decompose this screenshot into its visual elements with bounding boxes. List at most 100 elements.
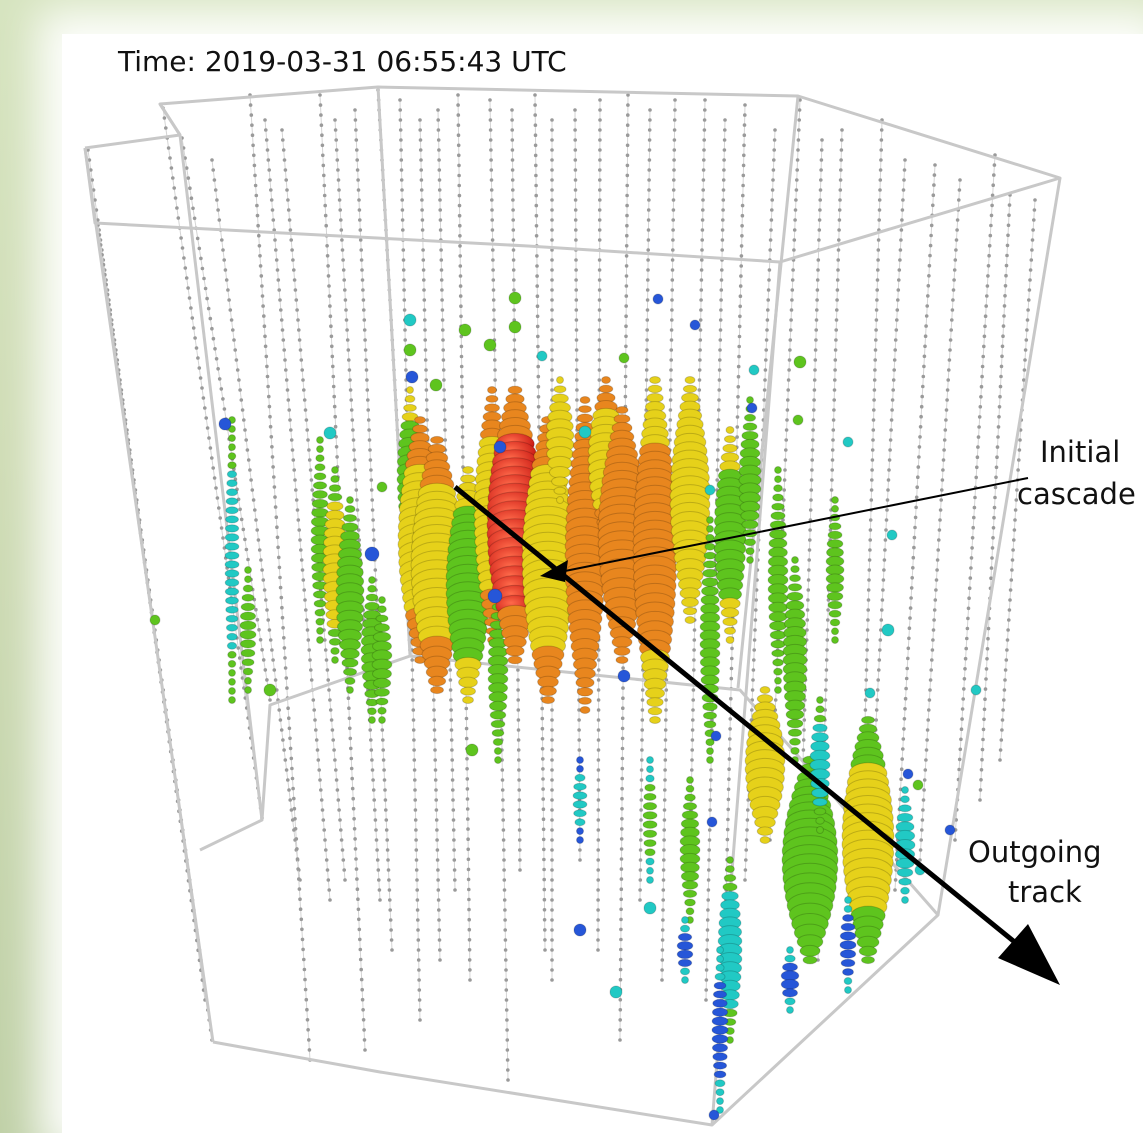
dom-unlit — [598, 128, 602, 132]
dom-unlit — [214, 357, 219, 361]
dom-unlit — [400, 188, 404, 192]
hit-dom — [642, 811, 658, 820]
dom-unlit — [718, 338, 723, 342]
hit-dom — [681, 597, 699, 608]
dom-unlit — [320, 808, 325, 812]
dom-unlit — [741, 173, 746, 178]
dom-unlit — [277, 708, 282, 712]
dom-unlit — [277, 555, 281, 560]
dom-unlit — [899, 767, 904, 771]
dom-unlit — [596, 808, 601, 812]
dom-unlit — [533, 153, 538, 158]
dom-unlit — [921, 384, 925, 389]
dom-unlit — [210, 158, 214, 162]
dom-unlit — [697, 368, 702, 372]
hit-dom — [652, 293, 664, 305]
dom-unlit — [400, 208, 405, 212]
dom-unlit — [910, 576, 914, 580]
dom-unlit — [512, 368, 517, 372]
dom-unlit — [624, 254, 629, 258]
hit-dom — [685, 784, 695, 793]
dom-unlit — [297, 877, 301, 881]
dom-unlit — [327, 294, 332, 298]
dom-unlit — [292, 468, 297, 472]
hit-dom — [224, 542, 240, 551]
hit-dom — [576, 687, 594, 697]
dom-unlit — [975, 465, 979, 470]
hit-dom — [485, 394, 499, 403]
track-arrow — [453, 485, 1060, 985]
dom-unlit — [304, 618, 309, 622]
hit-dom — [826, 539, 844, 549]
dom-unlit — [341, 858, 346, 862]
dom-unlit — [811, 428, 815, 432]
hit-dom — [244, 566, 252, 574]
dom-unlit — [550, 918, 554, 922]
dom-unlit — [359, 977, 364, 982]
dom-unlit — [763, 378, 767, 382]
dom-unlit — [332, 394, 337, 399]
dom-unlit — [304, 608, 308, 612]
dom-unlit — [690, 728, 695, 732]
dom-unlit — [702, 158, 706, 162]
dom-unlit — [550, 178, 554, 182]
dom-unlit — [550, 908, 554, 912]
dom-unlit — [1030, 238, 1035, 242]
dom-unlit — [438, 958, 442, 962]
dom-unlit — [304, 418, 309, 422]
dom-unlit — [332, 404, 337, 409]
dom-unlit — [620, 756, 625, 761]
dom-unlit — [1000, 718, 1005, 722]
dom-unlit — [701, 168, 706, 172]
dom-unlit — [510, 138, 515, 142]
hit-dom — [802, 955, 818, 965]
hit-dom — [676, 940, 694, 951]
dom-unlit — [387, 878, 391, 882]
dom-unlit — [866, 618, 870, 622]
dom-unlit — [739, 244, 744, 248]
dom-unlit — [962, 687, 966, 691]
dom-unlit — [726, 807, 730, 812]
dom-unlit — [433, 778, 438, 782]
dom-unlit — [743, 103, 747, 107]
dom-unlit — [787, 368, 791, 372]
dom-unlit — [464, 726, 469, 731]
dom-unlit — [343, 288, 347, 292]
dom-unlit — [869, 498, 874, 502]
dom-unlit — [278, 585, 283, 590]
dom-unlit — [837, 238, 841, 242]
dom-unlit — [550, 208, 554, 212]
dom-unlit — [433, 758, 438, 762]
dom-unlit — [833, 378, 837, 382]
hit-dom — [812, 723, 828, 733]
dom-unlit — [259, 274, 264, 278]
dom-unlit — [358, 947, 363, 952]
dom-unlit — [516, 668, 520, 672]
dom-unlit — [873, 358, 877, 362]
dom-unlit — [670, 308, 674, 312]
hit-dom — [576, 827, 584, 836]
dom-unlit — [888, 438, 893, 442]
dom-unlit — [457, 183, 462, 188]
dom-unlit — [550, 818, 554, 822]
dom-unlit — [380, 728, 385, 732]
dom-unlit — [258, 254, 262, 258]
dom-unlit — [625, 213, 629, 218]
dom-unlit — [198, 376, 203, 380]
hit-dom — [689, 319, 701, 331]
dom-unlit — [720, 238, 725, 242]
dom-unlit — [457, 193, 462, 198]
hit-dom — [886, 529, 898, 541]
hit-dom — [313, 599, 327, 608]
dom-unlit — [875, 688, 880, 692]
dom-unlit — [214, 486, 218, 490]
dom-unlit — [597, 348, 602, 352]
dom-unlit — [671, 198, 676, 202]
dom-unlit — [723, 128, 727, 132]
dom-unlit — [999, 738, 1004, 742]
dom-unlit — [1008, 598, 1012, 602]
hit-dom — [553, 486, 567, 495]
dom-unlit — [947, 368, 951, 372]
dom-unlit — [863, 698, 868, 702]
